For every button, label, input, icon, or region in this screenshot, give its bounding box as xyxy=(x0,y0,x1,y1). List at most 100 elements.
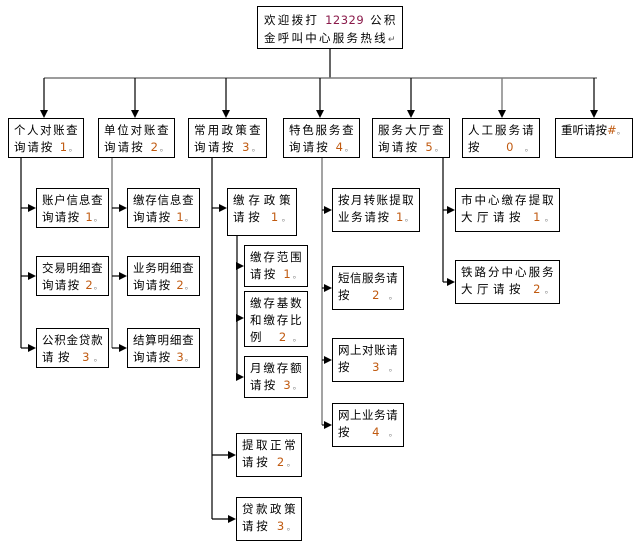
node-digit: 3 xyxy=(242,140,250,154)
node-label: 市中心缴存提取大厅请按 xyxy=(461,193,554,224)
node-tail: 。 xyxy=(284,523,297,533)
submenu-node-deposit-scope[interactable]: 缴存范围请按 1。 xyxy=(244,245,308,287)
node-label: 个人对账查询请按 xyxy=(14,123,78,154)
node-digit: 1 xyxy=(396,210,404,224)
node-tail: 。 xyxy=(379,429,398,439)
node-digit: 2 xyxy=(276,455,285,469)
node-tail: 。 xyxy=(540,214,555,224)
node-tail: 。 xyxy=(432,144,444,154)
submenu-node-settlement-detail[interactable]: 结算明细查询请按 3。 xyxy=(127,328,200,368)
node-digit: 2 xyxy=(150,140,158,154)
node-digit: 1 xyxy=(85,210,93,224)
node-label: 月缴存额请按 xyxy=(250,361,302,392)
node-digit: # xyxy=(607,123,617,137)
node-digit: 1 xyxy=(59,140,68,154)
menu-node-personal-account[interactable]: 个人对账查询请按 1。 xyxy=(8,118,84,158)
node-label: 单位对账查询请按 xyxy=(104,123,169,154)
submenu-node-monthly-transfer-withdrawal[interactable]: 按月转账提取业务请按 1。 xyxy=(332,188,420,232)
node-label: 业务明细查询请按 xyxy=(133,261,194,292)
node-label: 结算明细查询请按 xyxy=(133,333,194,364)
submenu-node-deposit-policy[interactable]: 缴存政策请按 1。 xyxy=(227,188,297,236)
node-label: 公积金贷款请按 xyxy=(42,333,103,364)
node-digit: 5 xyxy=(425,140,433,154)
node-tail: 。 xyxy=(290,382,303,392)
node-digit: 4 xyxy=(335,140,343,154)
menu-node-common-policy[interactable]: 常用政策查询请按 3。 xyxy=(188,118,267,158)
node-digit: 0 xyxy=(506,140,514,154)
submenu-node-housing-fund-loan[interactable]: 公积金贷款请按 3。 xyxy=(36,328,109,368)
node-digit: 2 xyxy=(533,282,541,296)
node-label: 缴存范围请按 xyxy=(250,250,302,281)
submenu-node-monthly-deposit-amount[interactable]: 月缴存额请按 3。 xyxy=(244,356,308,398)
node-tail: 。 xyxy=(513,144,534,154)
node-tail: 。 xyxy=(540,286,555,296)
submenu-node-loan-policy[interactable]: 贷款政策请按 3。 xyxy=(236,497,302,541)
node-digit: 3 xyxy=(372,360,380,374)
node-label: 特色服务查询请按 xyxy=(289,123,354,154)
node-digit: 1 xyxy=(283,267,291,281)
node-tail: 。 xyxy=(342,144,354,154)
node-label: 提取正常请按 xyxy=(242,438,296,469)
node-label: 缴存基数和缴存比例 xyxy=(250,296,302,344)
submenu-node-transaction-detail[interactable]: 交易明细查询请按 2。 xyxy=(36,256,109,296)
root-node[interactable]: 欢迎拨打 12329 公积金呼叫中心服务热线↵ xyxy=(257,6,403,49)
menu-node-unit-account[interactable]: 单位对账查询请按 2。 xyxy=(98,118,175,158)
node-label: 缴存信息查询请按 xyxy=(133,193,194,224)
node-digit: 2 xyxy=(176,278,184,292)
submenu-node-business-detail[interactable]: 业务明细查询请按 2。 xyxy=(127,256,200,296)
node-digit: 3 xyxy=(82,350,90,364)
node-tail: 。 xyxy=(284,459,297,469)
node-tail: 。 xyxy=(183,214,194,224)
node-digit: 3 xyxy=(176,350,184,364)
node-tail: 。 xyxy=(290,271,303,281)
node-tail: 。 xyxy=(249,144,261,154)
submenu-node-sms-service[interactable]: 短信服务请按 2。 xyxy=(332,266,404,310)
node-digit: 1 xyxy=(533,210,541,224)
node-tail: 。 xyxy=(278,214,292,224)
submenu-node-withdrawal-normal[interactable]: 提取正常请按 2。 xyxy=(236,433,302,477)
node-digit: 3 xyxy=(276,519,285,533)
node-label: 重听请按 xyxy=(561,123,607,137)
node-label: 账户信息查询请按 xyxy=(42,193,103,224)
submenu-node-online-business[interactable]: 网上业务请按 4。 xyxy=(332,403,404,447)
node-tail: 。 xyxy=(379,292,398,302)
node-digit: 2 xyxy=(278,330,287,344)
node-tail: 。 xyxy=(379,364,398,374)
node-label: 贷款政策请按 xyxy=(242,502,296,533)
node-label: 铁路分中心服务大厅请按 xyxy=(461,265,554,296)
menu-node-service-hall[interactable]: 服务大厅查询请按 5。 xyxy=(372,118,450,158)
menu-node-human-agent[interactable]: 人工服务请按 0。 xyxy=(462,118,540,158)
node-tail: 。 xyxy=(616,127,626,137)
submenu-node-city-center-hall[interactable]: 市中心缴存提取大厅请按 1。 xyxy=(455,188,560,232)
root-text-prefix: 欢迎拨打 xyxy=(264,13,326,27)
menu-node-repeat[interactable]: 重听请按#。 xyxy=(555,118,633,158)
submenu-node-railway-branch-hall[interactable]: 铁路分中心服务大厅请按 2。 xyxy=(455,260,560,304)
menu-node-featured-service[interactable]: 特色服务查询请按 4。 xyxy=(283,118,360,158)
submenu-node-account-info[interactable]: 账户信息查询请按 1。 xyxy=(36,188,109,228)
pilcrow-mark: ↵ xyxy=(387,35,396,45)
node-tail: 。 xyxy=(92,214,103,224)
node-tail: 。 xyxy=(183,354,194,364)
node-label: 常用政策查询请按 xyxy=(194,123,261,154)
submenu-node-deposit-base-ratio[interactable]: 缴存基数和缴存比例 2。 xyxy=(244,291,308,347)
node-tail: 。 xyxy=(286,334,302,344)
node-label: 人工服务请按 xyxy=(468,123,534,154)
node-label: 网上业务请按 xyxy=(338,408,398,439)
root-text-suffix: 公积金呼叫中心服务热线 xyxy=(264,13,396,45)
submenu-node-online-account-check[interactable]: 网上对账请按 3。 xyxy=(332,338,404,382)
node-label: 短信服务请按 xyxy=(338,271,398,302)
node-tail: 。 xyxy=(67,144,78,154)
node-label: 缴存政策请按 xyxy=(233,193,291,224)
node-digit: 1 xyxy=(176,210,184,224)
submenu-node-deposit-info[interactable]: 缴存信息查询请按 1。 xyxy=(127,188,200,228)
node-digit: 3 xyxy=(283,378,291,392)
node-digit: 2 xyxy=(372,288,380,302)
node-label: 服务大厅查询请按 xyxy=(378,123,444,154)
node-label: 交易明细查询请按 xyxy=(42,261,103,292)
node-tail: 。 xyxy=(89,354,104,364)
node-label: 网上对账请按 xyxy=(338,343,398,374)
root-hotline-number: 12329 xyxy=(325,13,365,27)
node-tail: 。 xyxy=(92,282,103,292)
